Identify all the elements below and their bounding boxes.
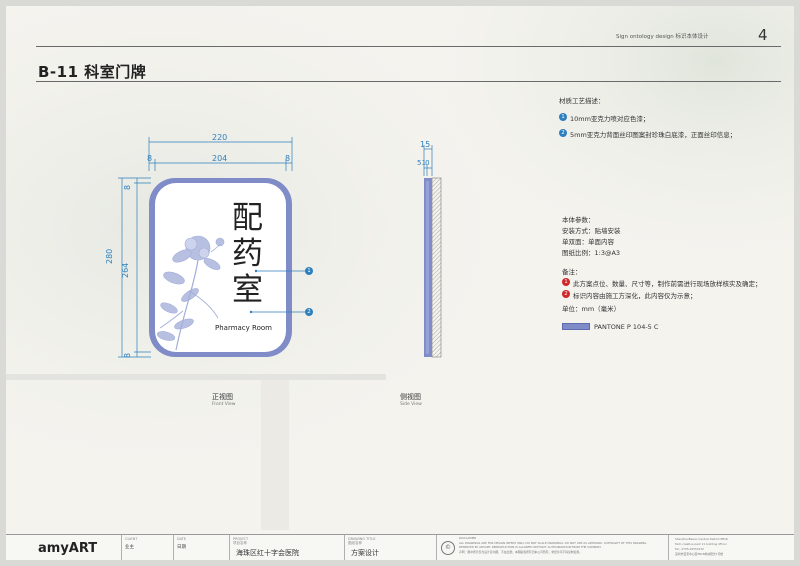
drawing-key: DRAWING TITLE xyxy=(348,537,376,541)
side-view-drawing xyxy=(423,145,442,358)
disclaimer-line-1: ALL DRAWINGS ARE FOR DESIGN INTENT ONLY.… xyxy=(459,541,647,545)
pantone-label: PANTONE P 104-5 C xyxy=(594,323,659,331)
side-view-label: 侧视图 xyxy=(400,393,421,401)
dim-margin-right: 8 xyxy=(285,154,291,163)
drawing-cell: DRAWING TITLE 图纸名称 方案设计 xyxy=(344,535,436,560)
disclaimer-line-2: RESERVED BY AMYART. REPRODUCTION IS ALLO… xyxy=(459,545,602,549)
sign-char-1: 配 xyxy=(232,200,263,236)
drawing-scale: 图纸比例：1:3@A3 xyxy=(562,249,621,257)
width-dimensions xyxy=(148,137,293,171)
sign-chinese-text: 配 药 室 xyxy=(232,200,263,308)
side-dimensions xyxy=(423,145,433,176)
header-rule xyxy=(36,46,781,47)
date-cell: DATE 日期 xyxy=(173,535,229,560)
material-1-num: 1 xyxy=(559,113,567,121)
remark-1-text: 此方案点位、数量、尺寸等，制作前需进行现场放样核实及确定； xyxy=(573,280,762,288)
front-view-label-en: Front View xyxy=(212,402,236,407)
install-method: 安装方式：贴墙安装 xyxy=(562,227,621,235)
sign-face xyxy=(155,183,286,352)
remarks-title: 备注： xyxy=(562,268,582,276)
page-title: B-11 科室门牌 xyxy=(38,63,147,81)
title-rule xyxy=(36,81,781,82)
dim-total-width: 220 xyxy=(212,133,228,142)
callout-2: 2 xyxy=(305,308,313,316)
material-2-text: 5mm亚克力背面丝印图案封珍珠白底漆，正面丝印信息； xyxy=(570,131,737,139)
single-double: 单双面：单面内容 xyxy=(562,238,614,246)
front-view-label: 正视图 xyxy=(212,393,233,401)
materials-title: 材质工艺描述： xyxy=(559,97,605,105)
page-number: 4 xyxy=(758,26,768,44)
client-cell: CLIENT 业主 xyxy=(121,535,173,560)
drawing-sub: 图纸名称 xyxy=(348,541,362,545)
callout-1: 1 xyxy=(305,267,313,275)
height-dimensions xyxy=(118,177,151,358)
params-title: 本体参数： xyxy=(562,216,595,224)
company-logo: amyART xyxy=(38,541,98,556)
sign-char-2: 药 xyxy=(232,236,263,272)
disclaimer-key: DISCLAIMER xyxy=(459,536,477,540)
side-view-label-en: Side View xyxy=(400,402,422,407)
remark-2-num: 2 xyxy=(562,290,570,298)
wall-hatch xyxy=(431,177,442,358)
project-key: PROJECT xyxy=(233,537,249,541)
company-line-1: ShenzhenBaoan Central District PB18 xyxy=(675,537,728,541)
project-cell: PROJECT 项目名称 海珠区红十字会医院 xyxy=(229,535,344,560)
remark-1-num: 1 xyxy=(562,278,570,286)
project-sub: 项目名称 xyxy=(233,541,247,545)
company-line-2: Tech-creative park 11 building 4Floor xyxy=(675,542,727,546)
company-line-3: Tel：0755-29553132 xyxy=(675,547,704,551)
drawing-sheet: Sign ontology design 标识本体设计 4 B-11 科室门牌 xyxy=(6,6,794,560)
dim-inner-width: 204 xyxy=(212,154,228,163)
side-dim-layers: 5 10 xyxy=(417,159,430,167)
date-key: DATE xyxy=(177,537,187,541)
background-wash xyxy=(6,6,794,560)
client-key: CLIENT xyxy=(125,537,138,541)
side-dim-thickness: 15 xyxy=(420,140,431,149)
dim-margin-left: 8 xyxy=(147,154,153,163)
disclaimer-cell: © DISCLAIMER ALL DRAWINGS ARE FOR DESIGN… xyxy=(436,535,668,560)
material-1-text: 10mm亚克力喷对应色漆； xyxy=(570,115,650,123)
sign-english-text: Pharmacy Room xyxy=(215,324,272,332)
sign-char-3: 室 xyxy=(232,272,263,308)
title-block: amyART CLIENT 业主 DATE 日期 PROJECT 项目名称 海珠… xyxy=(6,534,794,560)
company-line-4: 深圳市宝安中心区PB18地块阳光1号楼 xyxy=(675,552,724,556)
project-value: 海珠区红十字会医院 xyxy=(236,549,299,557)
material-2-num: 2 xyxy=(559,129,567,137)
remark-2-text: 标识内容由施工方深化，此内容仅为示意； xyxy=(573,292,697,300)
date-value: 日期 xyxy=(177,545,186,550)
header-subtitle: Sign ontology design 标识本体设计 xyxy=(616,34,709,40)
unit-note: 单位：mm（毫米） xyxy=(562,305,621,313)
pantone-swatch xyxy=(562,323,590,330)
disclaimer-line-3: 声明：图中所示仅为设计意向图，不在此量；本图版权所有归本公司所有，非经许可不得复… xyxy=(459,550,583,554)
copyright-icon: © xyxy=(441,541,455,555)
front-view-drawing xyxy=(118,137,309,358)
peony-illustration xyxy=(156,235,225,351)
company-cell: ShenzhenBaoan Central District PB18 Tech… xyxy=(668,535,794,560)
callout-leaders xyxy=(251,270,309,313)
drawing-value: 方案设计 xyxy=(351,549,379,557)
side-panel-inner xyxy=(426,181,429,354)
client-value: 业主 xyxy=(125,545,134,550)
